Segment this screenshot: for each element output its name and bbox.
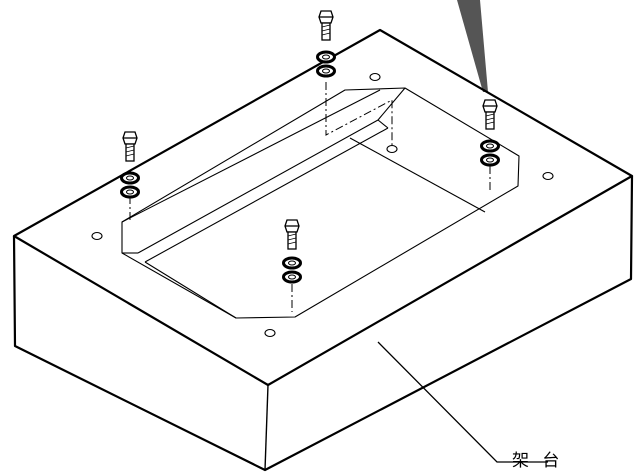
base-block: [12, 28, 634, 472]
mounting-hole-icon: [264, 328, 276, 338]
pointer-arrow: [457, 0, 488, 92]
washer-icon: [316, 50, 336, 78]
callout-label: 架 台: [512, 451, 564, 471]
bolt-assembly-front: [282, 219, 302, 284]
recess-pocket: [121, 87, 520, 319]
base-outline: [12, 175, 634, 472]
washer-icon: [480, 139, 500, 167]
washer-icon: [282, 256, 302, 284]
hex-bolt-icon: [482, 99, 498, 130]
guide-line-back: [325, 82, 393, 146]
mounting-hole-icon: [386, 144, 398, 154]
callout-leader-line: [377, 341, 548, 463]
recess-back-wall: [121, 89, 381, 223]
recess-wall-side: [377, 119, 389, 129]
hex-bolt-icon: [122, 131, 138, 162]
mounting-holes: [91, 72, 554, 338]
washer-icon: [120, 171, 140, 199]
base-front-edge: [264, 384, 269, 471]
recess-floor-right: [349, 137, 486, 213]
recess-wall-top: [137, 87, 406, 254]
hex-bolt-icon: [284, 219, 300, 250]
bolt-assembly-right: [480, 99, 500, 167]
recess-outline: [121, 87, 520, 319]
hex-bolt-icon: [318, 10, 334, 41]
mounting-hole-icon: [542, 171, 554, 181]
mounting-hole-icon: [91, 231, 103, 241]
recess-floor-left: [144, 261, 237, 319]
bolt-assembly-back: [316, 10, 336, 78]
base-top-face: [12, 28, 634, 387]
bolt-assembly-left: [120, 131, 140, 199]
guide-lines: [129, 82, 491, 312]
mounting-hole-icon: [369, 72, 381, 82]
recess-wall-bottom: [144, 127, 389, 263]
